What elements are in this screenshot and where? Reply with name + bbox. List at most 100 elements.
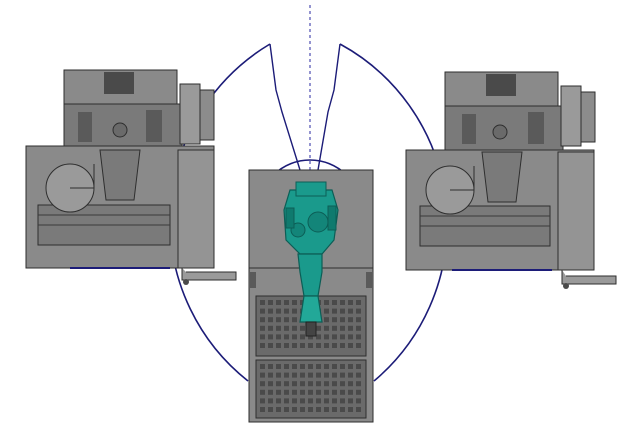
rack-cell (268, 317, 273, 323)
rack-cell (284, 300, 289, 305)
rack-cell (348, 317, 353, 323)
rack-cell (268, 398, 273, 404)
rack-cell (356, 389, 361, 395)
rack-cell (260, 364, 265, 369)
rack-cell (300, 372, 305, 378)
rack-cell (356, 372, 361, 378)
rack-cell (276, 372, 281, 378)
rack-cell (268, 300, 273, 305)
rack-cell (260, 372, 265, 378)
rack-cell (356, 308, 361, 314)
right-machine-tool-slots-2 (528, 112, 544, 144)
left-machine-rotary-cut (70, 164, 95, 189)
rack-cell (308, 389, 313, 395)
rack-cell (276, 381, 281, 387)
rack-cell (316, 381, 321, 387)
rack-cell (316, 325, 321, 331)
robot-shoulder (295, 181, 327, 197)
rack-cell (300, 398, 305, 404)
rack-cell (260, 308, 265, 314)
rack-cell (332, 372, 337, 378)
rack-cell (284, 317, 289, 323)
rack-cell (308, 372, 313, 378)
rack-cell (292, 398, 297, 404)
rack-cell (300, 364, 305, 369)
rack-cell (308, 343, 313, 348)
rack-cell (348, 343, 353, 348)
rack-cell (292, 300, 297, 305)
rack-cell (356, 364, 361, 369)
rack-cell (284, 398, 289, 404)
rack-cell (340, 381, 345, 387)
rack-cell (340, 343, 345, 348)
rack-cell (340, 364, 345, 369)
left-machine-hopper (99, 149, 141, 201)
right-machine-side-motor-cap (580, 91, 596, 143)
rack-cell (348, 381, 353, 387)
rack-cell (292, 343, 297, 348)
robot-gripper (305, 321, 317, 337)
reach-notch-right (317, 43, 341, 171)
rack-cell (324, 317, 329, 323)
rack-cell (332, 300, 337, 305)
rack-cell (276, 364, 281, 369)
rack-cell (300, 381, 305, 387)
rack-cell (324, 407, 329, 412)
rack-cell (316, 334, 321, 340)
rack-cell (324, 343, 329, 348)
robot (283, 181, 339, 337)
rack-cell (268, 334, 273, 340)
rack-cell (348, 407, 353, 412)
rack-cell (284, 364, 289, 369)
rack-cell (316, 389, 321, 395)
rack-cell (308, 381, 313, 387)
rack-cell (340, 389, 345, 395)
rack-cell (324, 381, 329, 387)
left-machine-side-motor (179, 83, 201, 145)
rack-cell (268, 325, 273, 331)
reach-notch-left (269, 43, 301, 171)
rack-cell (300, 407, 305, 412)
rack-cell (300, 334, 305, 340)
rack-cell (260, 317, 265, 323)
rack-cell (308, 398, 313, 404)
rack-cell (268, 372, 273, 378)
rack-cell (260, 334, 265, 340)
rack-cell (292, 325, 297, 331)
rack-cell (348, 372, 353, 378)
rack-cell (316, 398, 321, 404)
rack-cell (276, 407, 281, 412)
rack-cell (332, 317, 337, 323)
rack-cell (300, 325, 305, 331)
rack-cell (332, 343, 337, 348)
left-machine-side-motor-cap (199, 89, 215, 141)
rack-cell (348, 398, 353, 404)
rack-cell (316, 343, 321, 348)
robot-motor-left (285, 207, 295, 229)
rack-cell (324, 308, 329, 314)
rack-cell (332, 334, 337, 340)
rack-cell (284, 407, 289, 412)
rack-cell (268, 381, 273, 387)
rack-cell (276, 300, 281, 305)
right-machine-door (557, 151, 595, 271)
rack-cell (260, 398, 265, 404)
rack-cell (284, 334, 289, 340)
rack-cell (300, 343, 305, 348)
rack-cell (260, 389, 265, 395)
rack-cell (348, 325, 353, 331)
rack-cell (276, 398, 281, 404)
rack-cell (348, 334, 353, 340)
rack-cell (292, 317, 297, 323)
rack-cell (332, 364, 337, 369)
right-machine-tool-slots (462, 114, 476, 144)
rack-cell (316, 364, 321, 369)
rack-cell (324, 389, 329, 395)
right-machine-rotary-cut (450, 166, 475, 191)
rack-cell (340, 300, 345, 305)
rack-cell (260, 381, 265, 387)
left-machine-tool-slots-2 (146, 110, 162, 142)
rack-cell (276, 317, 281, 323)
